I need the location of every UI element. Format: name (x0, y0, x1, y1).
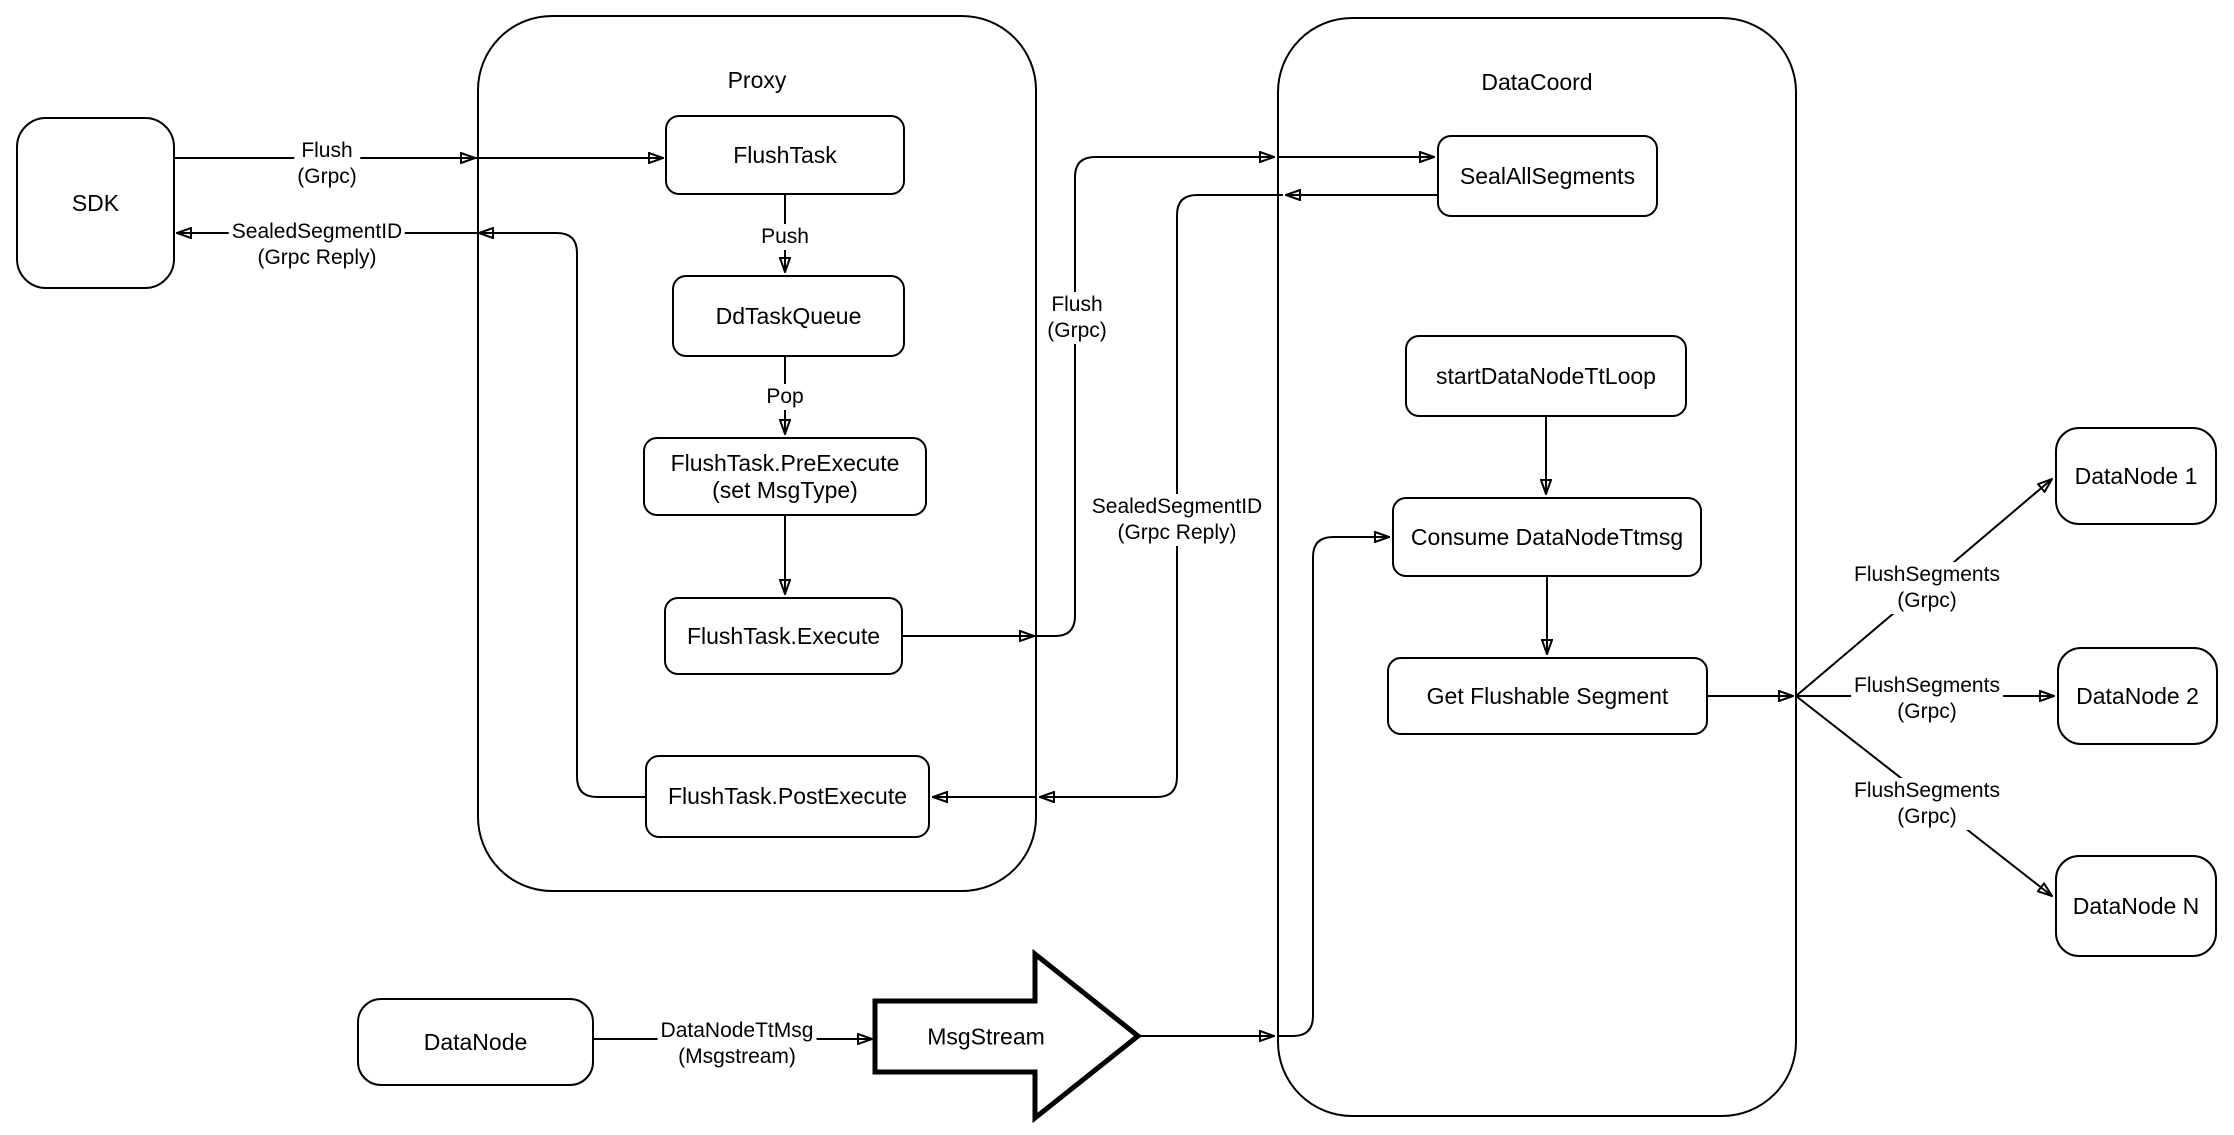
node-flushtask: FlushTask (665, 115, 905, 195)
datacoord-title: DataCoord (1481, 69, 1593, 95)
label-sealedsegmentid-sdk: SealedSegmentID (Grpc Reply) (228, 219, 406, 271)
node-flushtask-execute: FlushTask.Execute (664, 597, 903, 675)
label-push: Push (758, 224, 812, 250)
node-datanode-2: DataNode 2 (2057, 647, 2218, 745)
proxy-title: Proxy (727, 67, 787, 93)
edge-flush-riser (1035, 157, 1274, 637)
node-datanode-source: DataNode (357, 998, 594, 1086)
node-flushtask-preexecute: FlushTask.PreExecute (set MsgType) (643, 437, 927, 516)
node-startdatanodettloop: startDataNodeTtLoop (1405, 335, 1687, 417)
label-flushsegments-1: FlushSegments (Grpc) (1851, 562, 2003, 614)
node-flushtask-postexecute: FlushTask.PostExecute (645, 755, 930, 838)
label-flush-grpc-sdk: Flush (Grpc) (294, 138, 360, 190)
node-consume-datanodettmsg: Consume DataNodeTtmsg (1392, 497, 1702, 577)
node-sealallsegments: SealAllSegments (1437, 135, 1658, 217)
node-datanode-n: DataNode N (2055, 855, 2217, 957)
label-flushsegments-3: FlushSegments (Grpc) (1851, 778, 2003, 830)
node-datanode-1: DataNode 1 (2055, 427, 2217, 525)
msgstream-label: MsgStream (927, 1023, 1045, 1050)
label-flush-grpc-mid: Flush (Grpc) (1044, 292, 1110, 344)
label-flushsegments-2: FlushSegments (Grpc) (1851, 673, 2003, 725)
node-sdk: SDK (16, 117, 175, 289)
node-get-flushable-segment: Get Flushable Segment (1387, 657, 1708, 735)
label-pop: Pop (763, 384, 807, 410)
label-datanodettmsg: DataNodeTtMsg (Msgstream) (657, 1018, 817, 1070)
label-sealedsegmentid-mid: SealedSegmentID (Grpc Reply) (1088, 494, 1266, 546)
node-ddtaskqueue: DdTaskQueue (672, 275, 905, 357)
